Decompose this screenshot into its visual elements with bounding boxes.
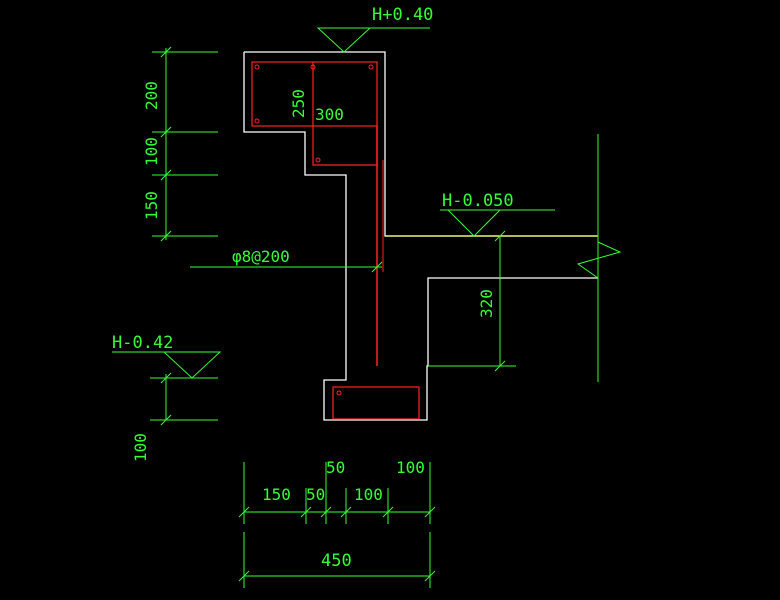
dim-left-200: 200 bbox=[142, 81, 161, 110]
elevation-label-top: H+0.40 bbox=[372, 5, 433, 25]
rebar-dot bbox=[336, 390, 342, 396]
dim-left-150: 150 bbox=[142, 191, 161, 220]
rebar-dot bbox=[368, 64, 374, 70]
dim-bottom-50b: 50 bbox=[326, 458, 345, 477]
dim-bottom-100a: 100 bbox=[354, 485, 383, 504]
elevation-triangle-icon bbox=[446, 209, 502, 237]
rebar-dot bbox=[254, 118, 260, 124]
rebar-spacing-label: φ8@200 bbox=[232, 247, 290, 266]
elevation-triangle-icon bbox=[162, 351, 222, 379]
dim-inner-250: 250 bbox=[289, 89, 308, 118]
dim-inner-300: 300 bbox=[315, 105, 344, 124]
section-outline bbox=[244, 51, 598, 237]
dim-bottom-100b: 100 bbox=[396, 458, 425, 477]
elevation-label-left: H-0.42 bbox=[112, 333, 173, 353]
elevation-label-slab: H-0.050 bbox=[442, 191, 514, 211]
dim-bottom-50a: 50 bbox=[306, 485, 325, 504]
rebar-cage-top bbox=[251, 61, 378, 127]
dim-depth-320: 320 bbox=[477, 289, 496, 318]
dim-bottom-150: 150 bbox=[262, 485, 291, 504]
dim-left-100: 100 bbox=[142, 137, 161, 166]
rebar-dot bbox=[310, 64, 316, 70]
dimension-lines bbox=[112, 27, 622, 588]
elevation-triangle-icon bbox=[316, 27, 372, 53]
dim-left-bottom-100: 100 bbox=[131, 433, 150, 462]
dim-total-450: 450 bbox=[321, 551, 352, 571]
rebar-dot bbox=[254, 64, 260, 70]
rebar-footing bbox=[332, 386, 420, 420]
rebar-dot bbox=[315, 157, 321, 163]
